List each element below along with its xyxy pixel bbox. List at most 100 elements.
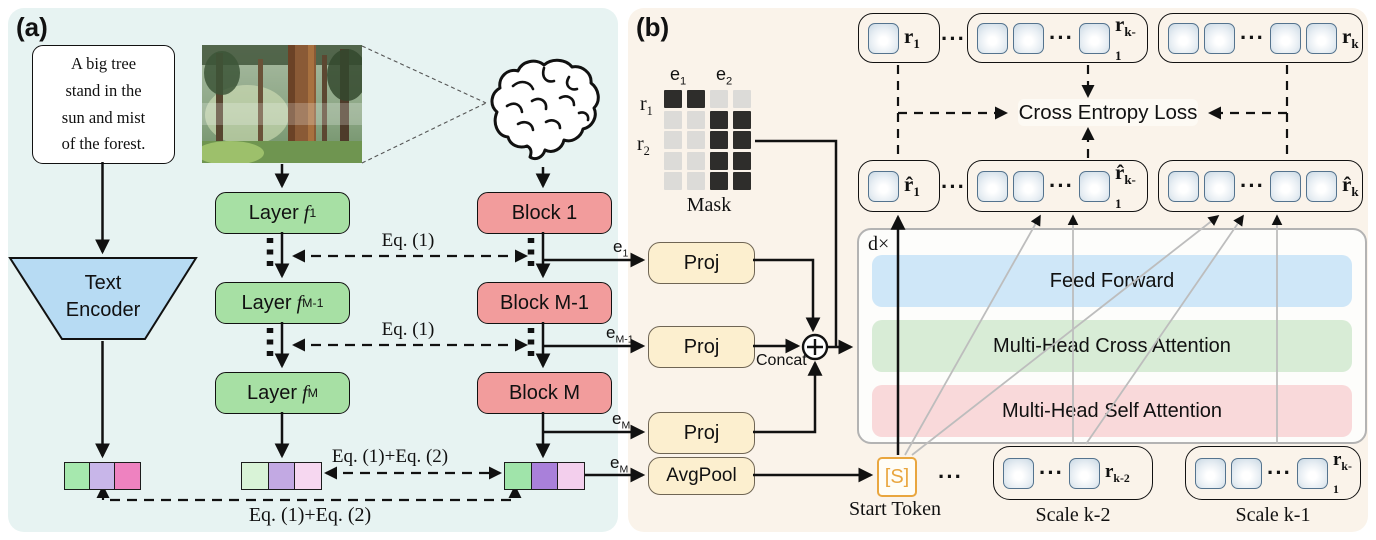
- token: [1204, 22, 1235, 54]
- ellipsis: ···: [1240, 25, 1265, 50]
- token: [1168, 170, 1199, 202]
- text-prompt-box: A big tree stand in the sun and mist of …: [32, 45, 175, 164]
- gt-rk1-label: rk-1: [1114, 11, 1136, 64]
- depth-label: d×: [868, 233, 890, 255]
- pred-rk-group: ··· r̂k: [1158, 160, 1363, 212]
- pred-r1-group: r̂1: [858, 160, 940, 212]
- pred-r1-label: r̂1: [904, 171, 920, 200]
- prompt-line: sun and mist: [61, 107, 146, 127]
- concat-label: Concat: [756, 352, 807, 369]
- mask-cell: [733, 151, 751, 170]
- token: [1269, 22, 1301, 54]
- mask-cell: [733, 172, 751, 190]
- token: [1168, 22, 1199, 54]
- token: [1003, 457, 1034, 489]
- eq12-label: Eq. (1)+Eq. (2): [331, 446, 449, 467]
- layer-label: Layer: [248, 201, 299, 224]
- block-m1-box: Block M-1: [477, 282, 612, 324]
- strip-cell: [557, 462, 586, 490]
- eq1-label: Eq. (1): [381, 319, 435, 340]
- text-token-strip: [63, 462, 141, 490]
- scale-k1-caption: Scale k-1: [1235, 504, 1311, 526]
- em1-label: eM-1: [606, 323, 634, 346]
- ellipsis: ···: [1267, 460, 1292, 485]
- cross-entropy-loss: Cross Entropy Loss: [1018, 99, 1198, 126]
- token: [1305, 22, 1337, 54]
- scale-k1-label: rk-1: [1332, 449, 1352, 496]
- panel-a-label: (a): [16, 12, 48, 42]
- token: [977, 170, 1008, 202]
- layer-token-strip: [240, 462, 323, 490]
- panel-b-label: (b): [636, 12, 670, 42]
- token: [1068, 457, 1100, 489]
- gt-r1-label: r1: [904, 23, 920, 52]
- text-encoder-label: Encoder: [65, 299, 141, 321]
- mask-cell: [733, 131, 751, 149]
- mask-cell: [733, 110, 751, 129]
- mask-cell: [664, 172, 682, 190]
- proj-3-box: Proj: [648, 412, 755, 454]
- feed-forward-row: Feed Forward: [872, 255, 1352, 307]
- token: [1204, 170, 1235, 202]
- token: [1195, 457, 1226, 489]
- em-label: eM: [610, 453, 629, 476]
- proj-2-box: Proj: [648, 326, 755, 368]
- token: [1269, 170, 1301, 202]
- prompt-line: A big tree: [70, 54, 137, 74]
- token: [1078, 170, 1110, 202]
- ellipsis: ···: [1039, 460, 1064, 485]
- strip-cell: [503, 462, 532, 490]
- mask-cell: [664, 90, 682, 108]
- mask-cell: [664, 131, 682, 149]
- scale-k2-group: ··· rk-2: [993, 446, 1153, 500]
- ellipsis: ···: [1049, 173, 1074, 198]
- mask-cell: [664, 151, 682, 170]
- e1-label: e1: [613, 237, 629, 260]
- mask-row-r1-label: r1: [640, 93, 653, 118]
- cross-attention-row: Multi-Head Cross Attention: [872, 320, 1352, 372]
- start-token-box: [S]: [877, 457, 917, 497]
- mask-cell: [664, 110, 682, 129]
- text-encoder-label: Text: [84, 272, 122, 294]
- proj-1-box: Proj: [648, 242, 755, 284]
- forest-image: [196, 45, 367, 165]
- mask-caption: Mask: [686, 194, 732, 216]
- mask-cell: [687, 172, 705, 190]
- mask-cell: [710, 172, 728, 190]
- scale-k2-caption: Scale k-2: [1035, 504, 1111, 526]
- ellipsis: ···: [1240, 173, 1265, 198]
- block-m-box: Block M: [477, 372, 612, 414]
- avgpool-box: AvgPool: [648, 457, 755, 495]
- ellipsis: ···: [941, 174, 966, 199]
- ellipsis: ···: [938, 464, 963, 489]
- mask-cell: [710, 131, 728, 149]
- token: [868, 170, 899, 202]
- token: [1078, 22, 1110, 54]
- layer-label: Layer: [247, 381, 298, 404]
- text-encoder: Text Encoder: [8, 256, 198, 342]
- token: [1305, 170, 1337, 202]
- pred-rk-label: r̂k: [1341, 171, 1359, 200]
- gt-rk1-group: ··· rk-1: [967, 13, 1148, 63]
- eq1-label: Eq. (1): [381, 230, 435, 251]
- token: [1013, 170, 1044, 202]
- mask-col-e1-label: e1: [670, 64, 687, 88]
- mask-cell: [733, 90, 751, 108]
- mask-cell: [710, 110, 728, 129]
- mask-col-e2-label: e2: [716, 64, 733, 88]
- transformer-block: d× Feed Forward Multi-Head Cross Attenti…: [857, 228, 1367, 444]
- strip-cell: [530, 462, 559, 490]
- block-token-strip: [503, 462, 586, 490]
- token: [1231, 457, 1262, 489]
- gt-rk-group: ··· rk: [1158, 13, 1363, 63]
- gt-rk-label: rk: [1341, 23, 1359, 52]
- block-1-box: Block 1: [477, 192, 612, 234]
- strip-cell: [240, 462, 269, 490]
- eq12-label: Eq. (1)+Eq. (2): [248, 504, 372, 526]
- mask-cell: [687, 90, 705, 108]
- ellipsis: ···: [1049, 25, 1074, 50]
- mask-cell: [687, 151, 705, 170]
